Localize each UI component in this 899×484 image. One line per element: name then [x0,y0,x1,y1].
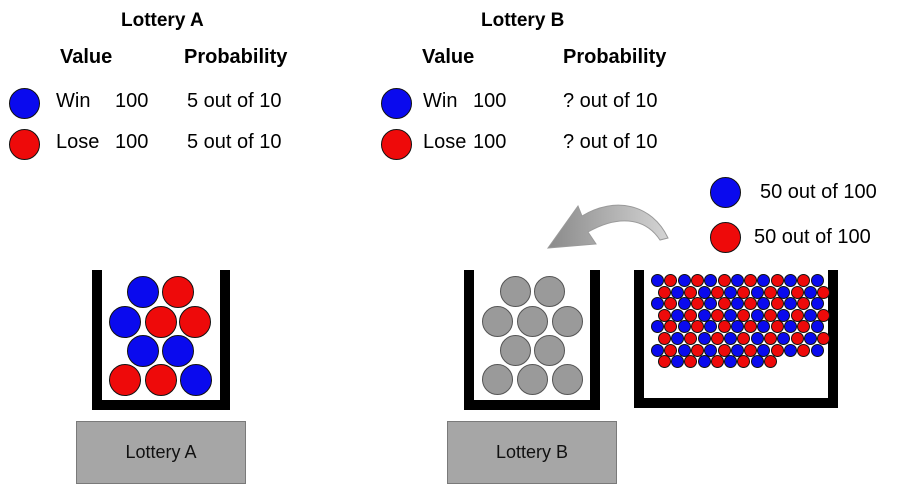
blue-ball [698,332,711,345]
lottery-b-lose-probability: ? out of 10 [563,131,658,154]
red-ball [145,306,177,338]
red-ball [162,276,194,308]
blue-ball [804,332,817,345]
blue-ball [757,274,770,287]
blue-ball [698,355,711,368]
red-ball [711,355,724,368]
urn-floor [634,398,838,408]
red-ball-icon [9,129,40,160]
red-ball [658,355,671,368]
urn-wall [590,270,600,410]
blue-ball [751,355,764,368]
blue-ball [678,274,691,287]
red-ball [797,274,810,287]
unknown-ball [552,306,583,337]
red-ball [797,344,810,357]
lottery-a-button[interactable]: Lottery A [76,421,246,484]
blue-ball [724,332,737,345]
red-ball [109,364,141,396]
unknown-ball [552,364,583,395]
red-ball [658,332,671,345]
lottery-b-win-amount: 100 [473,90,506,113]
red-ball [179,306,211,338]
blue-ball [109,306,141,338]
red-ball [744,274,757,287]
blue-ball [704,274,717,287]
red-ball [737,355,750,368]
red-ball [691,274,704,287]
blue-ball [811,274,824,287]
urn-wall [464,270,474,410]
lottery-b-lose-outcome: Lose [423,131,466,154]
source-blue-count: 50 out of 100 [760,181,877,204]
lottery-b-probability-header: Probability [563,46,666,69]
lottery-a-button-label: Lottery A [125,442,196,463]
lottery-a-lose-amount: 100 [115,131,148,154]
unknown-ball [500,276,531,307]
blue-ball-icon [9,88,40,119]
lottery-b-button[interactable]: Lottery B [447,421,617,484]
lottery-a-win-amount: 100 [115,90,148,113]
blue-ball [784,274,797,287]
transfer-arrow-icon [540,192,680,262]
lottery-a-win-outcome: Win [56,90,90,113]
red-ball [145,364,177,396]
lottery-a-value-header: Value [60,46,112,69]
blue-ball-icon [381,88,412,119]
red-ball [711,332,724,345]
lottery-b-lose-amount: 100 [473,131,506,154]
lottery-a-lose-outcome: Lose [56,131,99,154]
blue-ball [180,364,212,396]
lottery-b-win-probability: ? out of 10 [563,90,658,113]
red-ball [684,355,697,368]
blue-ball [671,355,684,368]
lottery-a-lose-probability: 5 out of 10 [187,131,282,154]
red-ball [664,274,677,287]
blue-ball [162,335,194,367]
lottery-b-title: Lottery B [481,10,564,32]
blue-ball [127,276,159,308]
red-ball [737,332,750,345]
source-red-count: 50 out of 100 [754,226,871,249]
urn-wall [220,270,230,410]
unknown-ball [482,306,513,337]
red-ball-icon [381,129,412,160]
unknown-ball [517,306,548,337]
lottery-b-button-label: Lottery B [496,442,568,463]
red-ball-icon [710,222,741,253]
red-ball [718,274,731,287]
lottery-a-probability-header: Probability [184,46,287,69]
blue-ball [651,274,664,287]
urn-floor [464,400,600,410]
red-ball [684,332,697,345]
unknown-ball [534,335,565,366]
urn-wall [92,270,102,410]
red-ball [764,332,777,345]
blue-ball [724,355,737,368]
unknown-ball [517,364,548,395]
urn-floor [92,400,230,410]
blue-ball-icon [710,177,741,208]
blue-ball [811,344,824,357]
red-ball [764,355,777,368]
blue-ball [671,332,684,345]
unknown-ball [482,364,513,395]
red-ball [791,332,804,345]
unknown-ball [500,335,531,366]
blue-ball [777,332,790,345]
blue-ball [127,335,159,367]
lottery-b-win-outcome: Win [423,90,457,113]
lottery-a-title: Lottery A [121,10,204,32]
unknown-ball [534,276,565,307]
lottery-a-win-probability: 5 out of 10 [187,90,282,113]
blue-ball [784,344,797,357]
lottery-b-value-header: Value [422,46,474,69]
urn-wall [634,270,644,408]
